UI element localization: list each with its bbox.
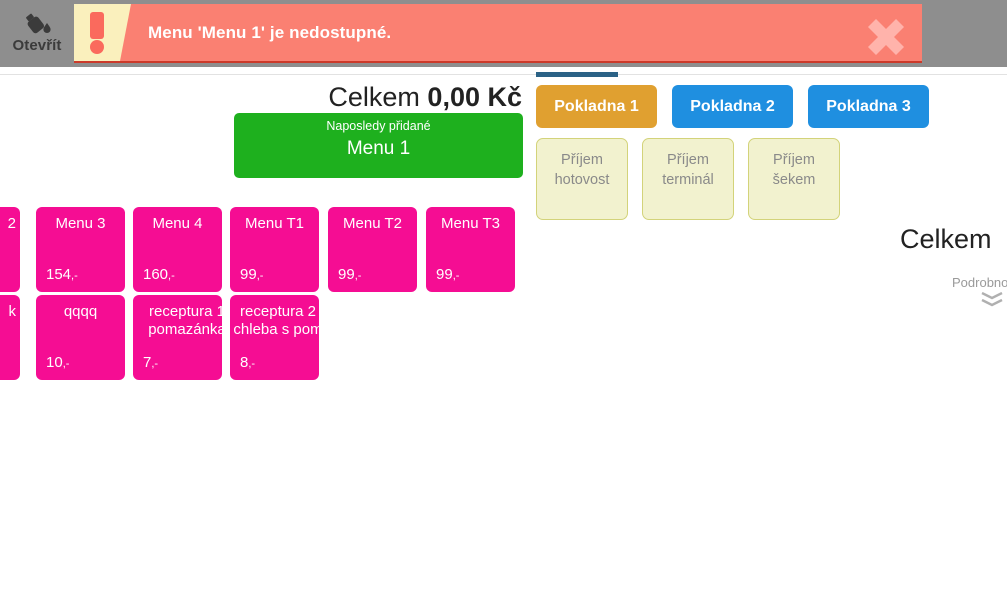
- rail-divider: [0, 74, 1007, 75]
- product-name: receptura 1 pomazánka: [148, 303, 226, 339]
- product-price: 154,-: [46, 266, 78, 283]
- product-button-k[interactable]: k: [0, 295, 20, 380]
- product-button-receptura-2[interactable]: receptura 2 chleba s pom 8,-: [230, 295, 323, 380]
- payment-cheque-line2: šekem: [772, 171, 816, 188]
- product-price: 99,-: [240, 266, 264, 283]
- payment-terminal-button[interactable]: Příjem terminál: [642, 138, 734, 220]
- payment-cheque-line1: Příjem: [773, 152, 815, 168]
- product-name: receptura 2 chleba s pom: [233, 303, 323, 339]
- product-name: qqqq: [63, 303, 98, 320]
- last-added-name: Menu 1: [346, 138, 411, 159]
- product-price: 160,-: [143, 266, 175, 283]
- product-button-menu-t1[interactable]: Menu T1 99,-: [230, 207, 319, 292]
- product-price: 99,-: [338, 266, 362, 283]
- alert-banner: Menu 'Menu 1' je nedostupné.: [74, 4, 922, 63]
- product-price: 8,-: [240, 354, 256, 371]
- product-price: 99,-: [436, 266, 460, 283]
- product-button-qqqq[interactable]: qqqq 10,-: [36, 295, 125, 380]
- register-tabs: Pokladna 1 Pokladna 2 Pokladna 3: [536, 85, 929, 128]
- product-button-menu-t2[interactable]: Menu T2 99,-: [328, 207, 417, 292]
- close-icon[interactable]: [850, 4, 922, 61]
- last-added-caption: Naposledy přidané: [326, 119, 431, 133]
- total-amount: 0,00 Kč: [427, 82, 522, 112]
- product-button-menu-3[interactable]: Menu 3 154,-: [36, 207, 125, 292]
- product-name: Menu T1: [245, 215, 304, 232]
- payment-cash-line1: Příjem: [561, 152, 603, 168]
- payment-cash-button[interactable]: Příjem hotovost: [536, 138, 628, 220]
- bottle-dropper-icon: [20, 11, 54, 37]
- product-button-menu-4[interactable]: Menu 4 160,-: [133, 207, 222, 292]
- product-price: 7,-: [143, 354, 159, 371]
- product-name: Menu 3: [55, 215, 106, 232]
- top-rail: [0, 67, 1007, 74]
- payment-buttons: Příjem hotovost Příjem terminál Příjem š…: [536, 138, 840, 220]
- product-price: 10,-: [46, 354, 70, 371]
- product-name: Menu 4: [152, 215, 203, 232]
- progress-indicator: [536, 72, 618, 77]
- product-name: Menu T3: [441, 215, 500, 232]
- total-label: Celkem: [328, 82, 420, 112]
- product-button-menu-t3[interactable]: Menu T3 99,-: [426, 207, 515, 292]
- product-button-receptura-1[interactable]: receptura 1 pomazánka 7,-: [133, 295, 226, 380]
- open-drawer-label: Otevřít: [12, 37, 62, 54]
- top-bar: Otevřít Menu 'Menu 1' je nedostupné.: [0, 0, 1007, 67]
- payment-terminal-line1: Příjem: [667, 152, 709, 168]
- payment-cheque-button[interactable]: Příjem šekem: [748, 138, 840, 220]
- payment-terminal-line2: terminál: [662, 171, 714, 188]
- right-total-label: Celkem: [900, 224, 992, 254]
- detail-label: Podrobnosti: [952, 275, 1007, 290]
- tab-pokladna-3[interactable]: Pokladna 3: [808, 85, 929, 128]
- payment-cash-line2: hotovost: [554, 171, 610, 188]
- tab-pokladna-1[interactable]: Pokladna 1: [536, 85, 657, 128]
- last-added-card[interactable]: Naposledy přidané Menu 1: [234, 113, 523, 178]
- product-name: 2: [7, 215, 16, 232]
- product-name: k: [8, 303, 17, 320]
- alert-message: Menu 'Menu 1' je nedostupné.: [148, 22, 392, 42]
- exclamation-icon: [74, 4, 131, 61]
- tab-pokladna-2[interactable]: Pokladna 2: [672, 85, 793, 128]
- open-drawer-button[interactable]: Otevřít: [0, 0, 74, 64]
- page-title: Celkem 0,00 Kč: [290, 82, 522, 113]
- product-name: Menu T2: [343, 215, 402, 232]
- double-chevron-down-icon[interactable]: [981, 291, 1003, 308]
- product-button-menu-2[interactable]: 2: [0, 207, 20, 292]
